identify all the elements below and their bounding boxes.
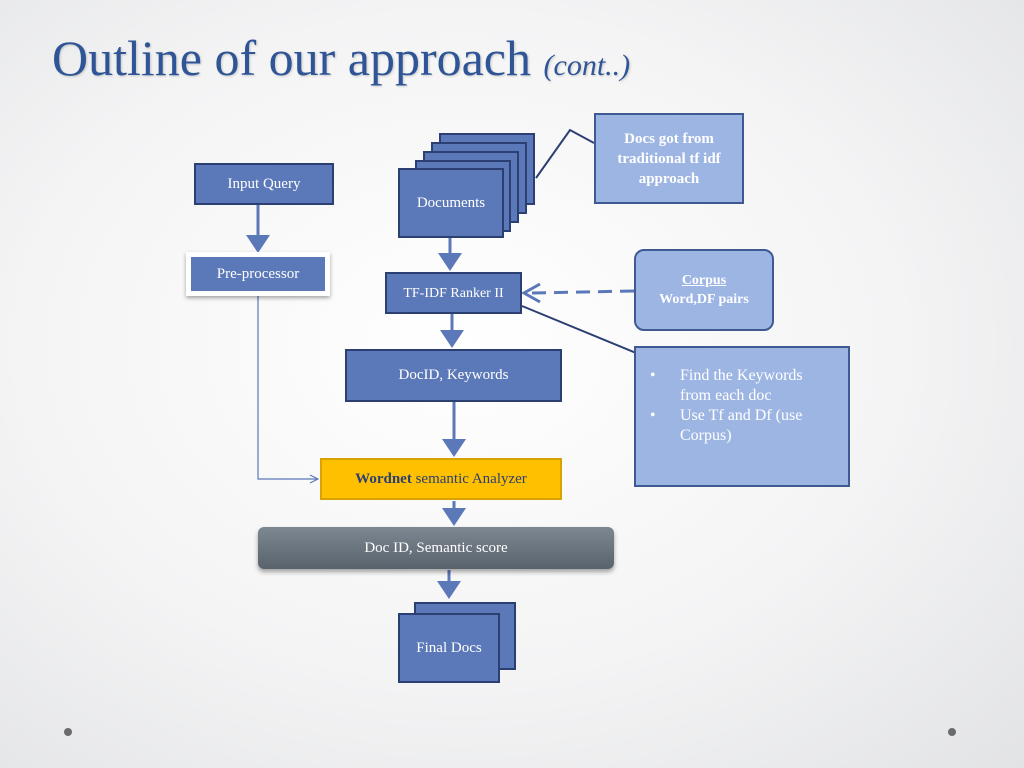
tfidf-ranker-box: TF-IDF Ranker II: [385, 272, 522, 314]
input-query-box: Input Query: [194, 163, 334, 205]
docs-source-text: Docs got from traditional tf idf approac…: [617, 130, 721, 187]
semantic-score-box: Doc ID, Semantic score: [258, 527, 614, 569]
final-docs-label: Final Docs: [416, 639, 482, 656]
callout-keywords-line: [521, 305, 637, 354]
wordnet-analyzer-box: Wordnet semantic Analyzer: [320, 458, 562, 500]
wordnet-bold-label: Wordnet: [355, 470, 412, 487]
tfidf-ranker-label: TF-IDF Ranker II: [403, 285, 504, 301]
arrow-corpus-head: [520, 282, 541, 304]
arrow-preprocessor-to-analyzer: [257, 293, 318, 479]
slide-decoration-dot-left: [64, 728, 72, 736]
corpus-note: Corpus Word,DF pairs: [634, 249, 774, 331]
docid-keywords-label: DocID, Keywords: [398, 367, 509, 383]
keywords-bullet-item: Find the Keywords from each doc: [640, 366, 834, 406]
callout-docs-line: [535, 128, 595, 179]
docs-source-note: Docs got from traditional tf idf approac…: [594, 113, 744, 204]
wordnet-rest-label: semantic Analyzer: [411, 470, 527, 487]
keywords-bullet-item: Use Tf and Df (use Corpus): [640, 406, 834, 446]
corpus-subtitle: Word,DF pairs: [659, 292, 749, 307]
pre-processor-label: Pre-processor: [216, 265, 300, 282]
slide-decoration-dot-right: [948, 728, 956, 736]
documents-label: Documents: [416, 194, 486, 211]
docid-keywords-box: DocID, Keywords: [345, 349, 562, 402]
final-docs-box: Final Docs: [398, 613, 500, 683]
arrow-corpus-to-ranker: [531, 289, 635, 295]
title-main: Outline of our approach: [52, 30, 532, 86]
keywords-bullet-list: Find the Keywords from each doc Use Tf a…: [640, 366, 834, 446]
pre-processor-box: Pre-processor: [186, 252, 330, 296]
input-query-label: Input Query: [227, 175, 301, 192]
title-suffix: (cont..): [543, 49, 631, 82]
semantic-score-label: Doc ID, Semantic score: [364, 539, 508, 556]
documents-box: Documents: [398, 168, 504, 238]
corpus-title: Corpus: [681, 273, 727, 288]
slide-title: Outline of our approach (cont..): [52, 28, 630, 96]
keywords-note: Find the Keywords from each doc Use Tf a…: [634, 346, 850, 487]
